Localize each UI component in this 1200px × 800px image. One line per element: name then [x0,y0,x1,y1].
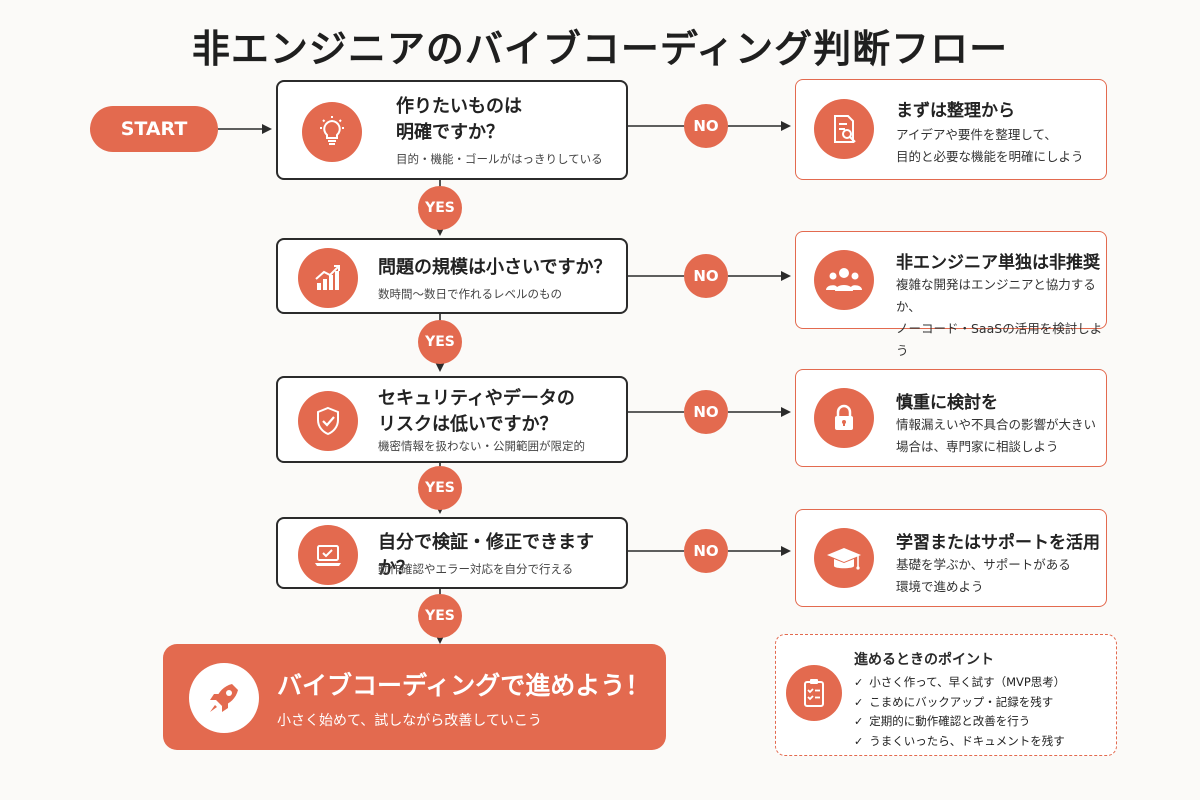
tips-list: ✓ 小さく作って、早く試す（MVP思考） ✓ こまめにバックアップ・記録を残す ✓ 定… [854,673,1065,751]
answer-title: 慎重に検討を [896,393,998,413]
yes-label: YES [418,466,462,510]
tips-list-item: ✓ 小さく作って、早く試す（MVP思考） [854,673,1065,693]
question-subtext: 目的・機能・ゴールがはっきりしている [396,152,603,166]
tips-list-item: ✓ うまくいったら、ドキュメントを残す [854,732,1065,752]
answer-box-not-recommended: 非エンジニア単独は非推奨 複雑な開発はエンジニアと協力するか、 ノーコード・Sa… [795,231,1107,358]
question-subtext: 数時間〜数日で作れるレベルのもの [378,287,562,301]
rocket-icon [189,663,259,733]
question-box-risk: セキュリティやデータの リスクは低いですか？ 機密情報を扱わない・公開範囲が限定… [276,376,628,463]
answer-description: 情報漏えいや不具合の影響が大きい 場合は、専門家に相談しよう [896,417,1097,454]
question-subtext: 機密情報を扱わない・公開範囲が限定的 [378,439,585,453]
tips-list-item: ✓ 定期的に動作確認と改善を行う [854,712,1065,732]
tips-title: 進めるときのポイント [854,652,994,668]
check-icon: ✓ [854,695,864,709]
page-title: 非エンジニアのバイブコーディング判断フロー [191,27,1009,71]
lightbulb-icon [302,102,362,162]
tips-item-text: 定期的に動作確認と改善を行う [869,714,1031,728]
lock-icon [814,388,874,448]
start-pill: START [90,106,218,152]
no-label: NO [684,104,728,148]
no-label: NO [684,529,728,573]
answer-box-organize: まずは整理から アイデアや要件を整理して、 目的と必要な機能を明確にしよう [795,79,1107,180]
yes-label: YES [418,594,462,638]
growth-chart-icon [298,248,358,308]
answer-box-learning: 学習またはサポートを活用 基礎を学ぶか、サポートがある 環境で進めよう [795,509,1107,607]
answer-title: まずは整理から [896,101,1015,121]
tips-box: 進めるときのポイント ✓ 小さく作って、早く試す（MVP思考） ✓ こまめにバックア… [775,634,1117,756]
question-box-verify: 自分で検証・修正できますか？ 動作確認やエラー対応を自分で行える [276,517,628,589]
answer-description: アイデアや要件を整理して、 目的と必要な機能を明確にしよう [896,127,1084,164]
shield-check-icon [298,391,358,451]
tips-item-text: うまくいったら、ドキュメントを残す [869,733,1065,748]
question-title: 自分で検証・修正できますか？ [378,532,594,579]
question-title: 作りたいものは 明確ですか？ [396,96,522,143]
question-box-scale: 問題の規模は小さいですか？ 数時間〜数日で作れるレベルのもの [276,238,628,314]
graduation-cap-icon [814,528,874,588]
question-title: セキュリティやデータの リスクは低いですか？ [378,388,575,435]
no-label: NO [684,390,728,434]
check-icon: ✓ [854,715,864,728]
no-label: NO [684,254,728,298]
clipboard-check-icon [786,665,842,721]
yes-label: YES [418,186,462,230]
answer-box-caution: 慎重に検討を 情報漏えいや不具合の影響が大きい 場合は、専門家に相談しよう [795,369,1107,467]
people-group-icon [814,250,874,310]
tips-item-text: こまめにバックアップ・記録を残す [869,694,1054,709]
check-icon: ✓ [854,734,864,748]
laptop-check-icon [298,525,358,585]
tips-list-item: ✓ こまめにバックアップ・記録を残す [854,693,1065,713]
answer-title: 非エンジニア単独は非推奨 [896,253,1100,273]
document-search-icon [814,99,874,159]
answer-title: 学習またはサポートを活用 [896,533,1100,553]
check-icon: ✓ [854,676,864,689]
final-subtext: 小さく始めて、試しながら改善していこう [277,713,542,729]
tips-item-text: 小さく作って、早く試す（MVP思考） [869,675,1066,689]
question-subtext: 動作確認やエラー対応を自分で行える [378,562,574,576]
answer-description: 複雑な開発はエンジニアと協力するか、 ノーコード・SaaSの活用を検討しよう [896,277,1103,358]
question-box-clarity: 作りたいものは 明確ですか？ 目的・機能・ゴールがはっきりしている [276,80,628,180]
final-title: バイブコーディングで進めよう！ [277,671,651,700]
question-title: 問題の規模は小さいですか？ [378,257,612,278]
answer-description: 基礎を学ぶか、サポートがある 環境で進めよう [896,557,1071,594]
final-result-box: バイブコーディングで進めよう！ 小さく始めて、試しながら改善していこう [163,644,666,750]
yes-label: YES [418,320,462,364]
